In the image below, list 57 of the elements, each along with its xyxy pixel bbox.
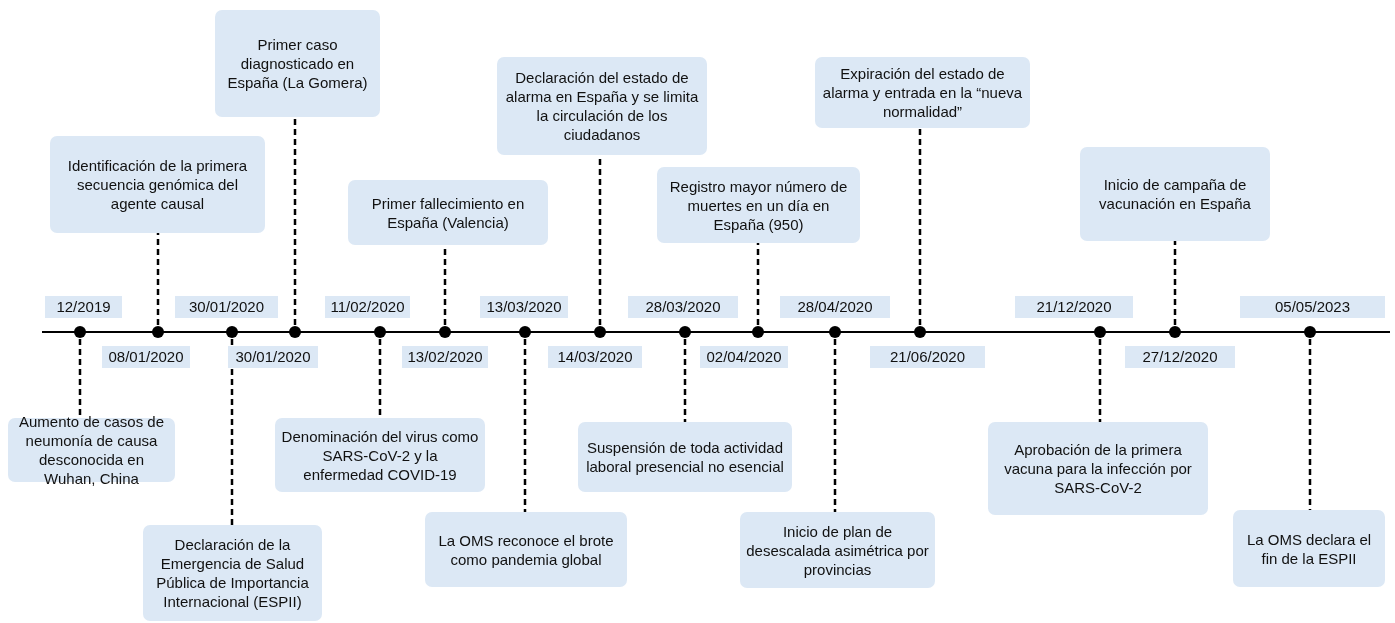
dashed-connector [918,128,922,325]
event-box: Aprobación de la primera vacuna para la infección por SARS-CoV-2 [988,422,1208,515]
dashed-connector [1173,241,1177,325]
dashed-connector [683,339,687,422]
event-box: Primer caso diagnosticado en España (La Gomera) [215,10,380,117]
dashed-connector [523,339,527,512]
date-label: 02/04/2020 [700,346,788,368]
date-label: 30/01/2020 [175,296,278,318]
date-label: 28/03/2020 [628,296,738,318]
date-label: 28/04/2020 [780,296,890,318]
dashed-connector [378,339,382,418]
timeline-dot [439,326,451,338]
timeline-dot [226,326,238,338]
date-label: 13/02/2020 [402,346,488,368]
dashed-connector [833,339,837,512]
date-label: 12/2019 [45,296,122,318]
event-box: Identificación de la primera secuencia genómica del agente causal [50,136,265,233]
timeline-dot [594,326,606,338]
date-label: 11/02/2020 [325,296,410,318]
event-box: Declaración del estado de alarma en España y se limita la circulación de los ciudadanos [497,57,707,155]
dashed-connector [756,243,760,325]
event-box: Registro mayor número de muertes en un día en España (950) [657,167,860,243]
date-label: 21/06/2020 [870,346,985,368]
timeline-dot [752,326,764,338]
event-box: Primer fallecimiento en España (Valencia) [348,180,548,245]
timeline-dot [74,326,86,338]
event-box: Denominación del virus como SARS-CoV-2 y la enfermedad COVID-19 [275,418,485,492]
date-label: 05/05/2023 [1240,296,1385,318]
event-box: La OMS reconoce el brote como pandemia global [425,512,627,587]
event-box: Inicio de campaña de vacunación en España [1080,147,1270,241]
dashed-connector [1308,339,1312,510]
timeline-dot [152,326,164,338]
date-label: 14/03/2020 [548,346,642,368]
date-label: 13/03/2020 [480,296,568,318]
dashed-connector [230,339,234,525]
event-box: Declaración de la Emergencia de Salud Pública de Importancia Internacional (ESPII) [143,525,322,621]
timeline-dot [914,326,926,338]
dashed-connector [1098,339,1102,422]
timeline-dot [829,326,841,338]
event-box: Inicio de plan de desescalada asimétrica por provincias [740,512,935,588]
date-label: 30/01/2020 [228,346,318,368]
dashed-connector [78,339,82,418]
event-box: Suspensión de toda actividad laboral presencial no esencial [578,422,792,492]
timeline-dot [289,326,301,338]
event-box: La OMS declara el fin de la ESPII [1233,510,1385,587]
dashed-connector [156,233,160,325]
date-label: 27/12/2020 [1125,346,1235,368]
timeline-dot [1094,326,1106,338]
dashed-connector [293,117,297,325]
timeline-dot [1304,326,1316,338]
timeline-dot [374,326,386,338]
timeline-dot [679,326,691,338]
event-box: Expiración del estado de alarma y entrada en la “nueva normalidad” [815,57,1030,128]
timeline-dot [1169,326,1181,338]
date-label: 21/12/2020 [1015,296,1133,318]
date-label: 08/01/2020 [102,346,190,368]
timeline-dot [519,326,531,338]
